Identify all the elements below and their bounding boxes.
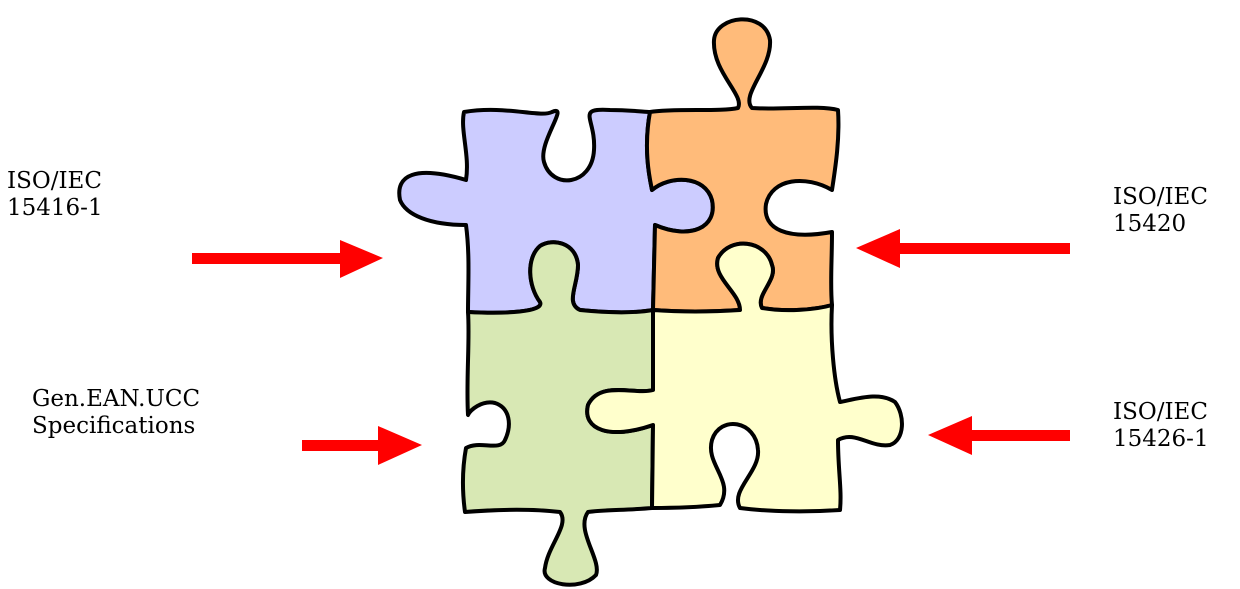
arrow-right-bottom-left xyxy=(302,426,422,465)
arrow-left-top-right xyxy=(856,229,1070,268)
arrow-left-bottom-right xyxy=(928,416,1070,455)
arrow-right-top-left xyxy=(192,240,383,278)
